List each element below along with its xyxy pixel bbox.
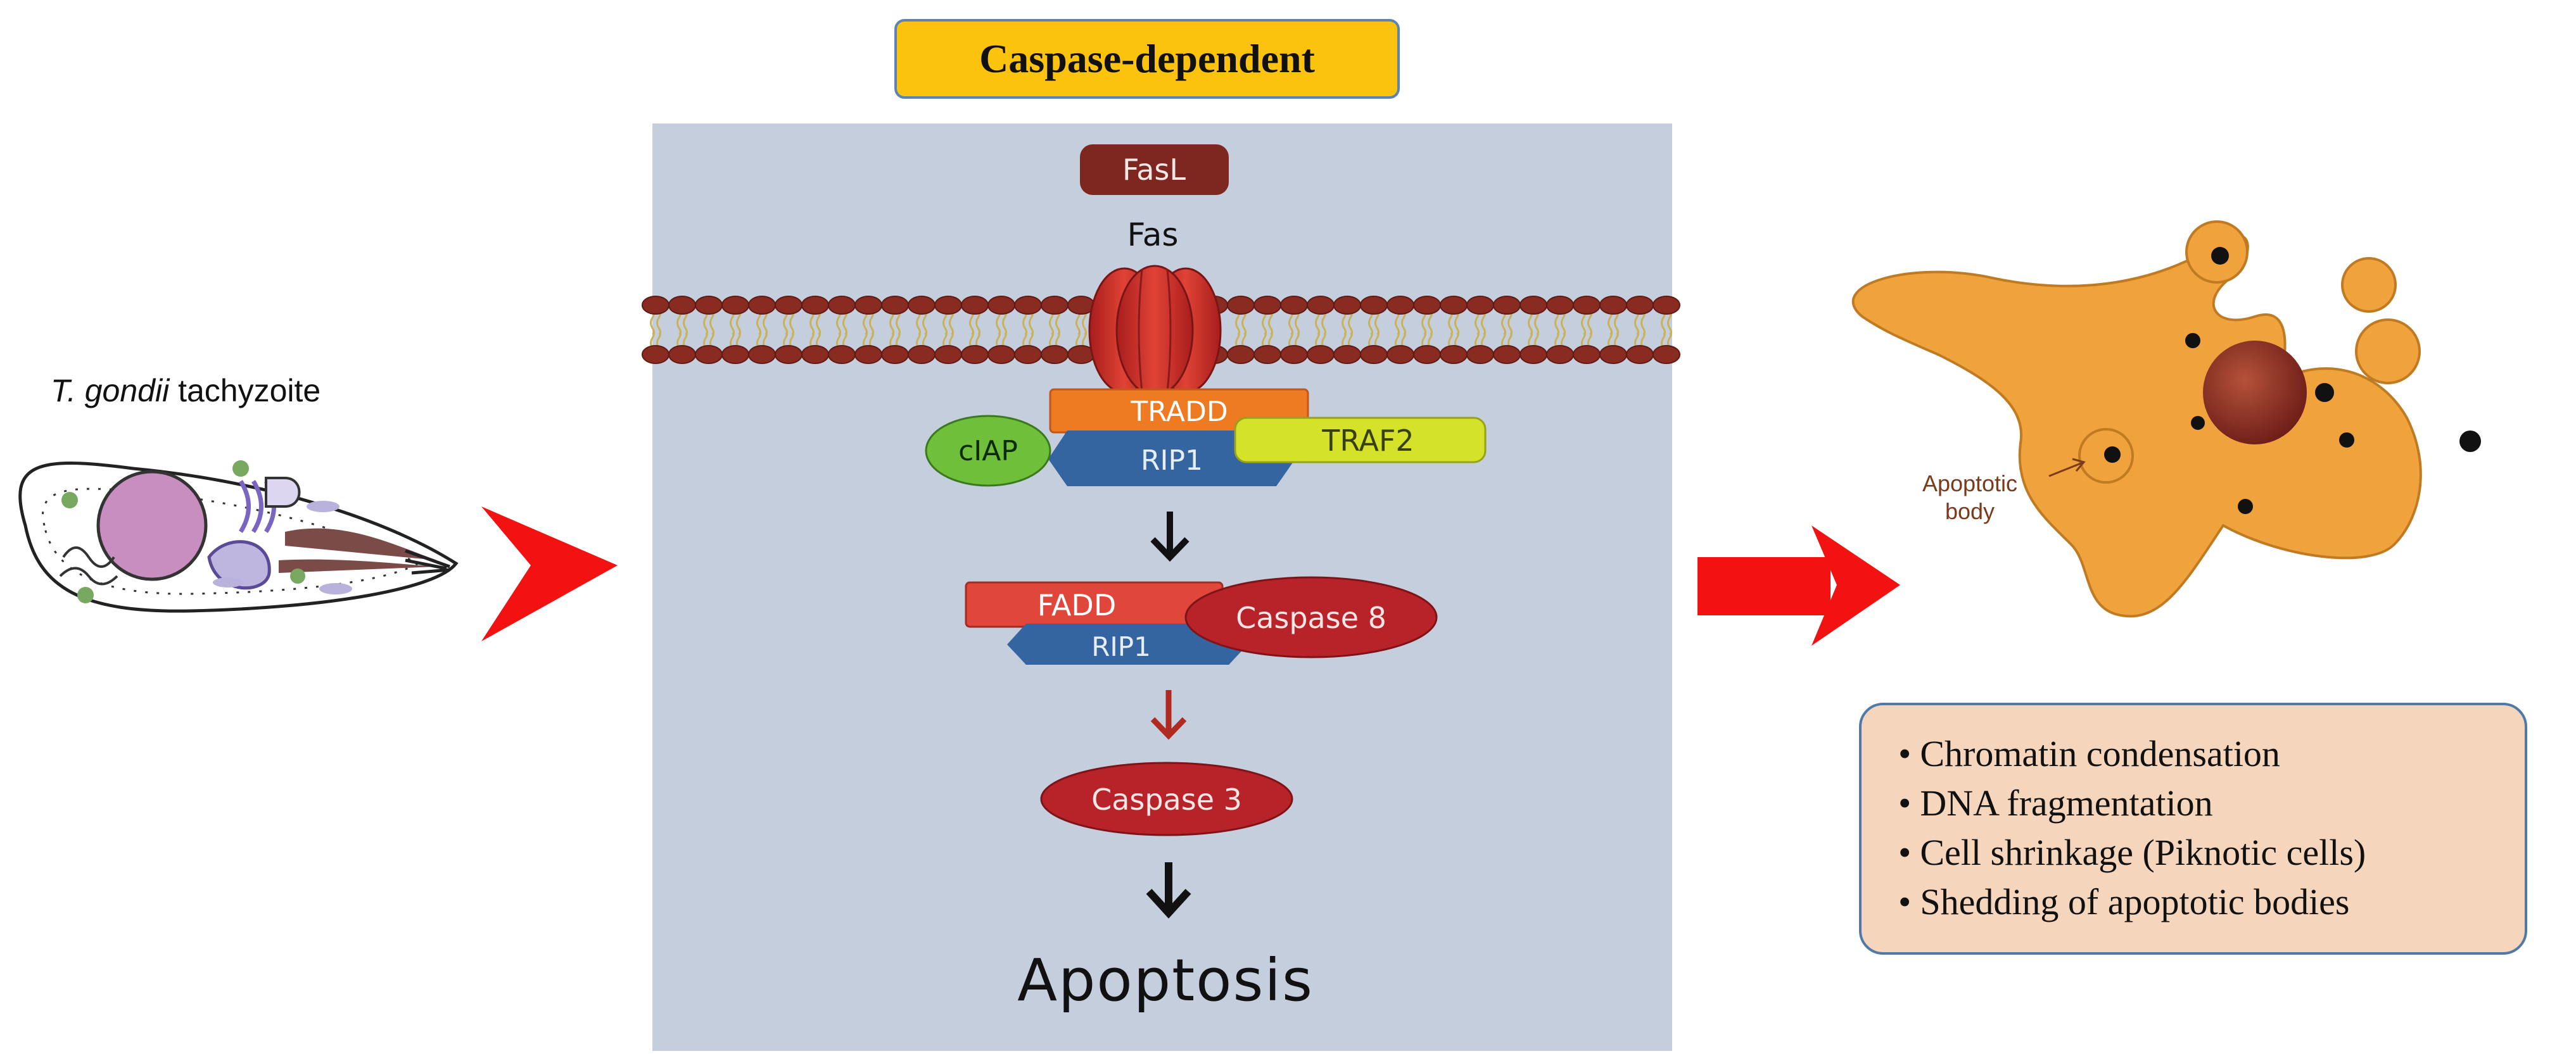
caspase8-node: Caspase 8: [1184, 576, 1438, 658]
fadd-label: FADD: [1037, 588, 1117, 622]
apoptosis-label: Apoptosis: [1017, 946, 1314, 1014]
feature-item: DNA fragmentation: [1898, 779, 2506, 828]
fadd-node: FADD: [965, 581, 1224, 628]
nucleus-shape: [96, 470, 208, 581]
features-list: Chromatin condensation DNA fragmentation…: [1898, 729, 2506, 927]
organism-stage: tachyzoite: [169, 373, 321, 408]
caspase8-label: Caspase 8: [1236, 601, 1386, 635]
arrow-down-1: [1150, 512, 1190, 562]
feature-item: Chromatin condensation: [1898, 729, 2506, 779]
features-box: Chromatin condensation DNA fragmentation…: [1859, 703, 2527, 955]
organism-label: T. gondii tachyzoite: [51, 372, 320, 409]
rip1-bottom-node: RIP1: [1007, 624, 1248, 665]
arrow-down-2: [1150, 690, 1187, 740]
right-arrow: [1697, 525, 1900, 646]
apoptotic-body-label: Apoptotic body: [1922, 470, 2018, 524]
rip1-top-node: RIP1: [1048, 431, 1295, 486]
caspase3-label: Caspase 3: [1091, 783, 1242, 817]
apoptotic-cell: [1851, 220, 2481, 618]
header-box: Caspase-dependent: [894, 19, 1400, 99]
rip1-top-label: RIP1: [1141, 444, 1203, 477]
feature-item: Shedding of apoptotic bodies: [1898, 877, 2506, 927]
traf2-label: TRAF2: [1321, 424, 1414, 458]
traf2-node: TRAF2: [1234, 417, 1487, 463]
fasl-ligand: FasL: [1080, 144, 1229, 195]
ciap-node: cIAP: [925, 415, 1051, 487]
rip1-bottom-label: RIP1: [1091, 631, 1151, 662]
feature-item: Cell shrinkage (Piknotic cells): [1898, 828, 2506, 877]
fas-label: Fas: [1127, 217, 1179, 253]
header-title: Caspase-dependent: [979, 36, 1315, 81]
ciap-label: cIAP: [958, 435, 1018, 467]
fasl-label: FasL: [1122, 153, 1186, 187]
tachyzoite-illustration: [18, 460, 459, 613]
fas-receptor: [1088, 265, 1222, 396]
tradd-label: TRADD: [1130, 396, 1228, 428]
caspase3-node: Caspase 3: [1040, 762, 1293, 836]
left-arrow: [481, 506, 618, 641]
organism-species: T. gondii: [51, 373, 170, 408]
arrow-down-3: [1146, 862, 1191, 919]
